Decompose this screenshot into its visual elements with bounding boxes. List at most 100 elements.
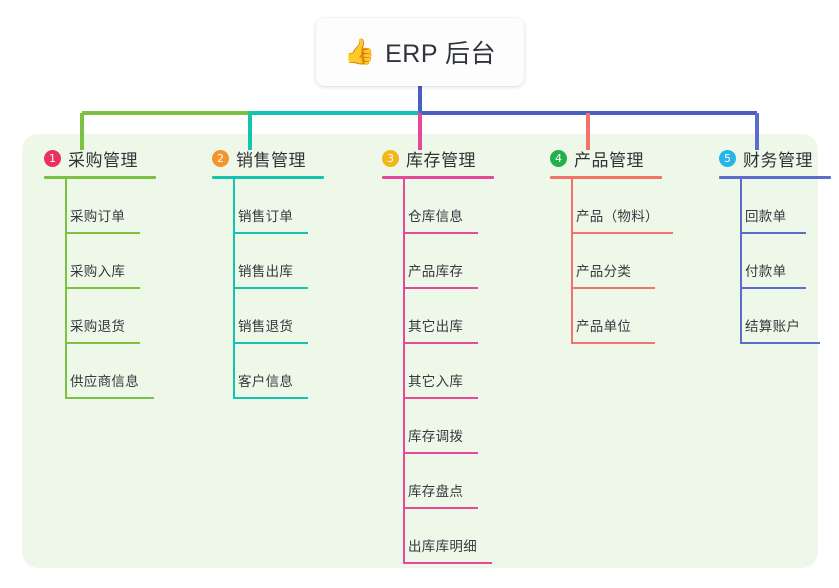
branch-header-5[interactable]: 5 财务管理 [719,146,831,170]
branch-column-2: 2 销售管理销售订单销售出库销售退货客户信息 [212,146,324,399]
leaf-item-label: 结算账户 [745,319,801,334]
leaf-item[interactable]: 库存盘点 [382,454,494,509]
leaf-spine-1 [65,179,67,399]
leaf-item-label: 产品分类 [576,264,632,279]
leaf-item[interactable]: 其它入库 [382,344,494,399]
leaf-item[interactable]: 产品（物料） [550,179,673,234]
leaf-item-underline [65,397,154,399]
branch-badge-4: 4 [550,149,567,167]
leaf-spine-5 [740,179,742,344]
leaf-item-underline [403,397,478,399]
branch-header-3[interactable]: 3 库存管理 [382,146,494,170]
branch-title-4: 产品管理 [574,150,644,170]
leaf-item-label: 采购入库 [70,264,126,279]
branch-badge-2: 2 [212,149,229,167]
branch-badge-5: 5 [719,149,736,167]
leaf-item[interactable]: 采购退货 [44,289,156,344]
leaf-item-label: 采购退货 [70,319,126,334]
leaf-item[interactable]: 出库库明细 [382,509,494,564]
leaf-item[interactable]: 销售订单 [212,179,324,234]
leaf-item[interactable]: 供应商信息 [44,344,156,399]
diagram-panel [22,134,818,568]
branch-underline-1 [44,176,156,179]
leaf-item-label: 产品单位 [576,319,632,334]
leaf-item[interactable]: 产品库存 [382,234,494,289]
leaf-item-label: 采购订单 [70,209,126,224]
leaf-item-label: 回款单 [745,209,787,224]
leaf-list-3: 仓库信息产品库存其它出库其它入库库存调拨库存盘点出库库明细 [382,179,494,564]
root-title: ERP 后台 [385,40,497,68]
leaf-item-underline [65,287,140,289]
branch-column-4: 4 产品管理产品（物料） 产品分类产品单位 [550,146,673,344]
leaf-item[interactable]: 回款单 [719,179,831,234]
leaf-list-5: 回款单付款单结算账户 [719,179,831,344]
leaf-item-underline [403,342,478,344]
leaf-item-label: 销售出库 [238,264,294,279]
branch-badge-3: 3 [382,149,399,167]
leaf-item-label: 付款单 [745,264,787,279]
leaf-item-underline [403,507,478,509]
leaf-item[interactable]: 产品单位 [550,289,662,344]
leaf-item-underline [403,287,478,289]
branch-underline-4 [550,176,662,179]
leaf-item-underline [403,452,478,454]
leaf-item[interactable]: 仓库信息 [382,179,494,234]
root-node-card[interactable]: 👍 ERP 后台 [316,18,524,86]
leaf-item[interactable]: 采购入库 [44,234,156,289]
leaf-list-1: 采购订单采购入库采购退货供应商信息 [44,179,156,399]
branch-title-5: 财务管理 [743,150,813,170]
leaf-item-underline [571,342,655,344]
leaf-item-label: 销售退货 [238,319,294,334]
leaf-item-label: 库存调拨 [408,429,464,444]
leaf-item-underline [233,397,308,399]
leaf-list-2: 销售订单销售出库销售退货客户信息 [212,179,324,399]
leaf-item[interactable]: 销售出库 [212,234,324,289]
leaf-item-underline [233,342,308,344]
branch-badge-1: 1 [44,149,61,167]
branch-header-1[interactable]: 1 采购管理 [44,146,156,170]
leaf-item-label: 产品库存 [408,264,464,279]
leaf-item-underline [65,342,140,344]
leaf-item[interactable]: 销售退货 [212,289,324,344]
leaf-item[interactable]: 其它出库 [382,289,494,344]
leaf-item-label: 出库库明细 [408,539,477,554]
leaf-item-underline [740,342,820,344]
leaf-item-underline [233,287,308,289]
thumbs-up-icon: 👍 [343,37,376,66]
leaf-spine-2 [233,179,235,399]
branch-header-2[interactable]: 2 销售管理 [212,146,324,170]
branch-title-2: 销售管理 [236,150,306,170]
leaf-item-label: 客户信息 [238,374,294,389]
leaf-item[interactable]: 产品分类 [550,234,662,289]
leaf-item-label: 其它出库 [408,319,464,334]
leaf-item-label: 其它入库 [408,374,464,389]
branch-column-1: 1 采购管理采购订单采购入库采购退货供应商信息 [44,146,156,399]
branch-underline-3 [382,176,494,179]
branch-header-4[interactable]: 4 产品管理 [550,146,662,170]
leaf-item-label: 供应商信息 [70,374,139,389]
leaf-item-underline [233,232,308,234]
leaf-item-underline [571,232,673,234]
branch-title-1: 采购管理 [68,150,138,170]
leaf-item-underline [403,232,478,234]
leaf-list-4: 产品（物料） 产品分类产品单位 [550,179,673,344]
leaf-item[interactable]: 库存调拨 [382,399,494,454]
leaf-item-label: 仓库信息 [408,209,464,224]
leaf-item[interactable]: 客户信息 [212,344,324,399]
leaf-item[interactable]: 付款单 [719,234,831,289]
leaf-item[interactable]: 结算账户 [719,289,831,344]
branch-underline-5 [719,176,831,179]
branch-column-3: 3 库存管理仓库信息产品库存其它出库其它入库库存调拨库存盘点出库库明细 [382,146,494,564]
leaf-spine-4 [571,179,573,344]
leaf-item-underline [65,232,140,234]
leaf-item-label: 销售订单 [238,209,294,224]
leaf-item[interactable]: 采购订单 [44,179,156,234]
leaf-item-underline [403,562,492,564]
leaf-item-label: 库存盘点 [408,484,464,499]
branch-title-3: 库存管理 [406,150,476,170]
leaf-item-underline [740,232,806,234]
leaf-item-underline [571,287,655,289]
branch-underline-2 [212,176,324,179]
leaf-item-label: 产品（物料） [576,209,659,224]
